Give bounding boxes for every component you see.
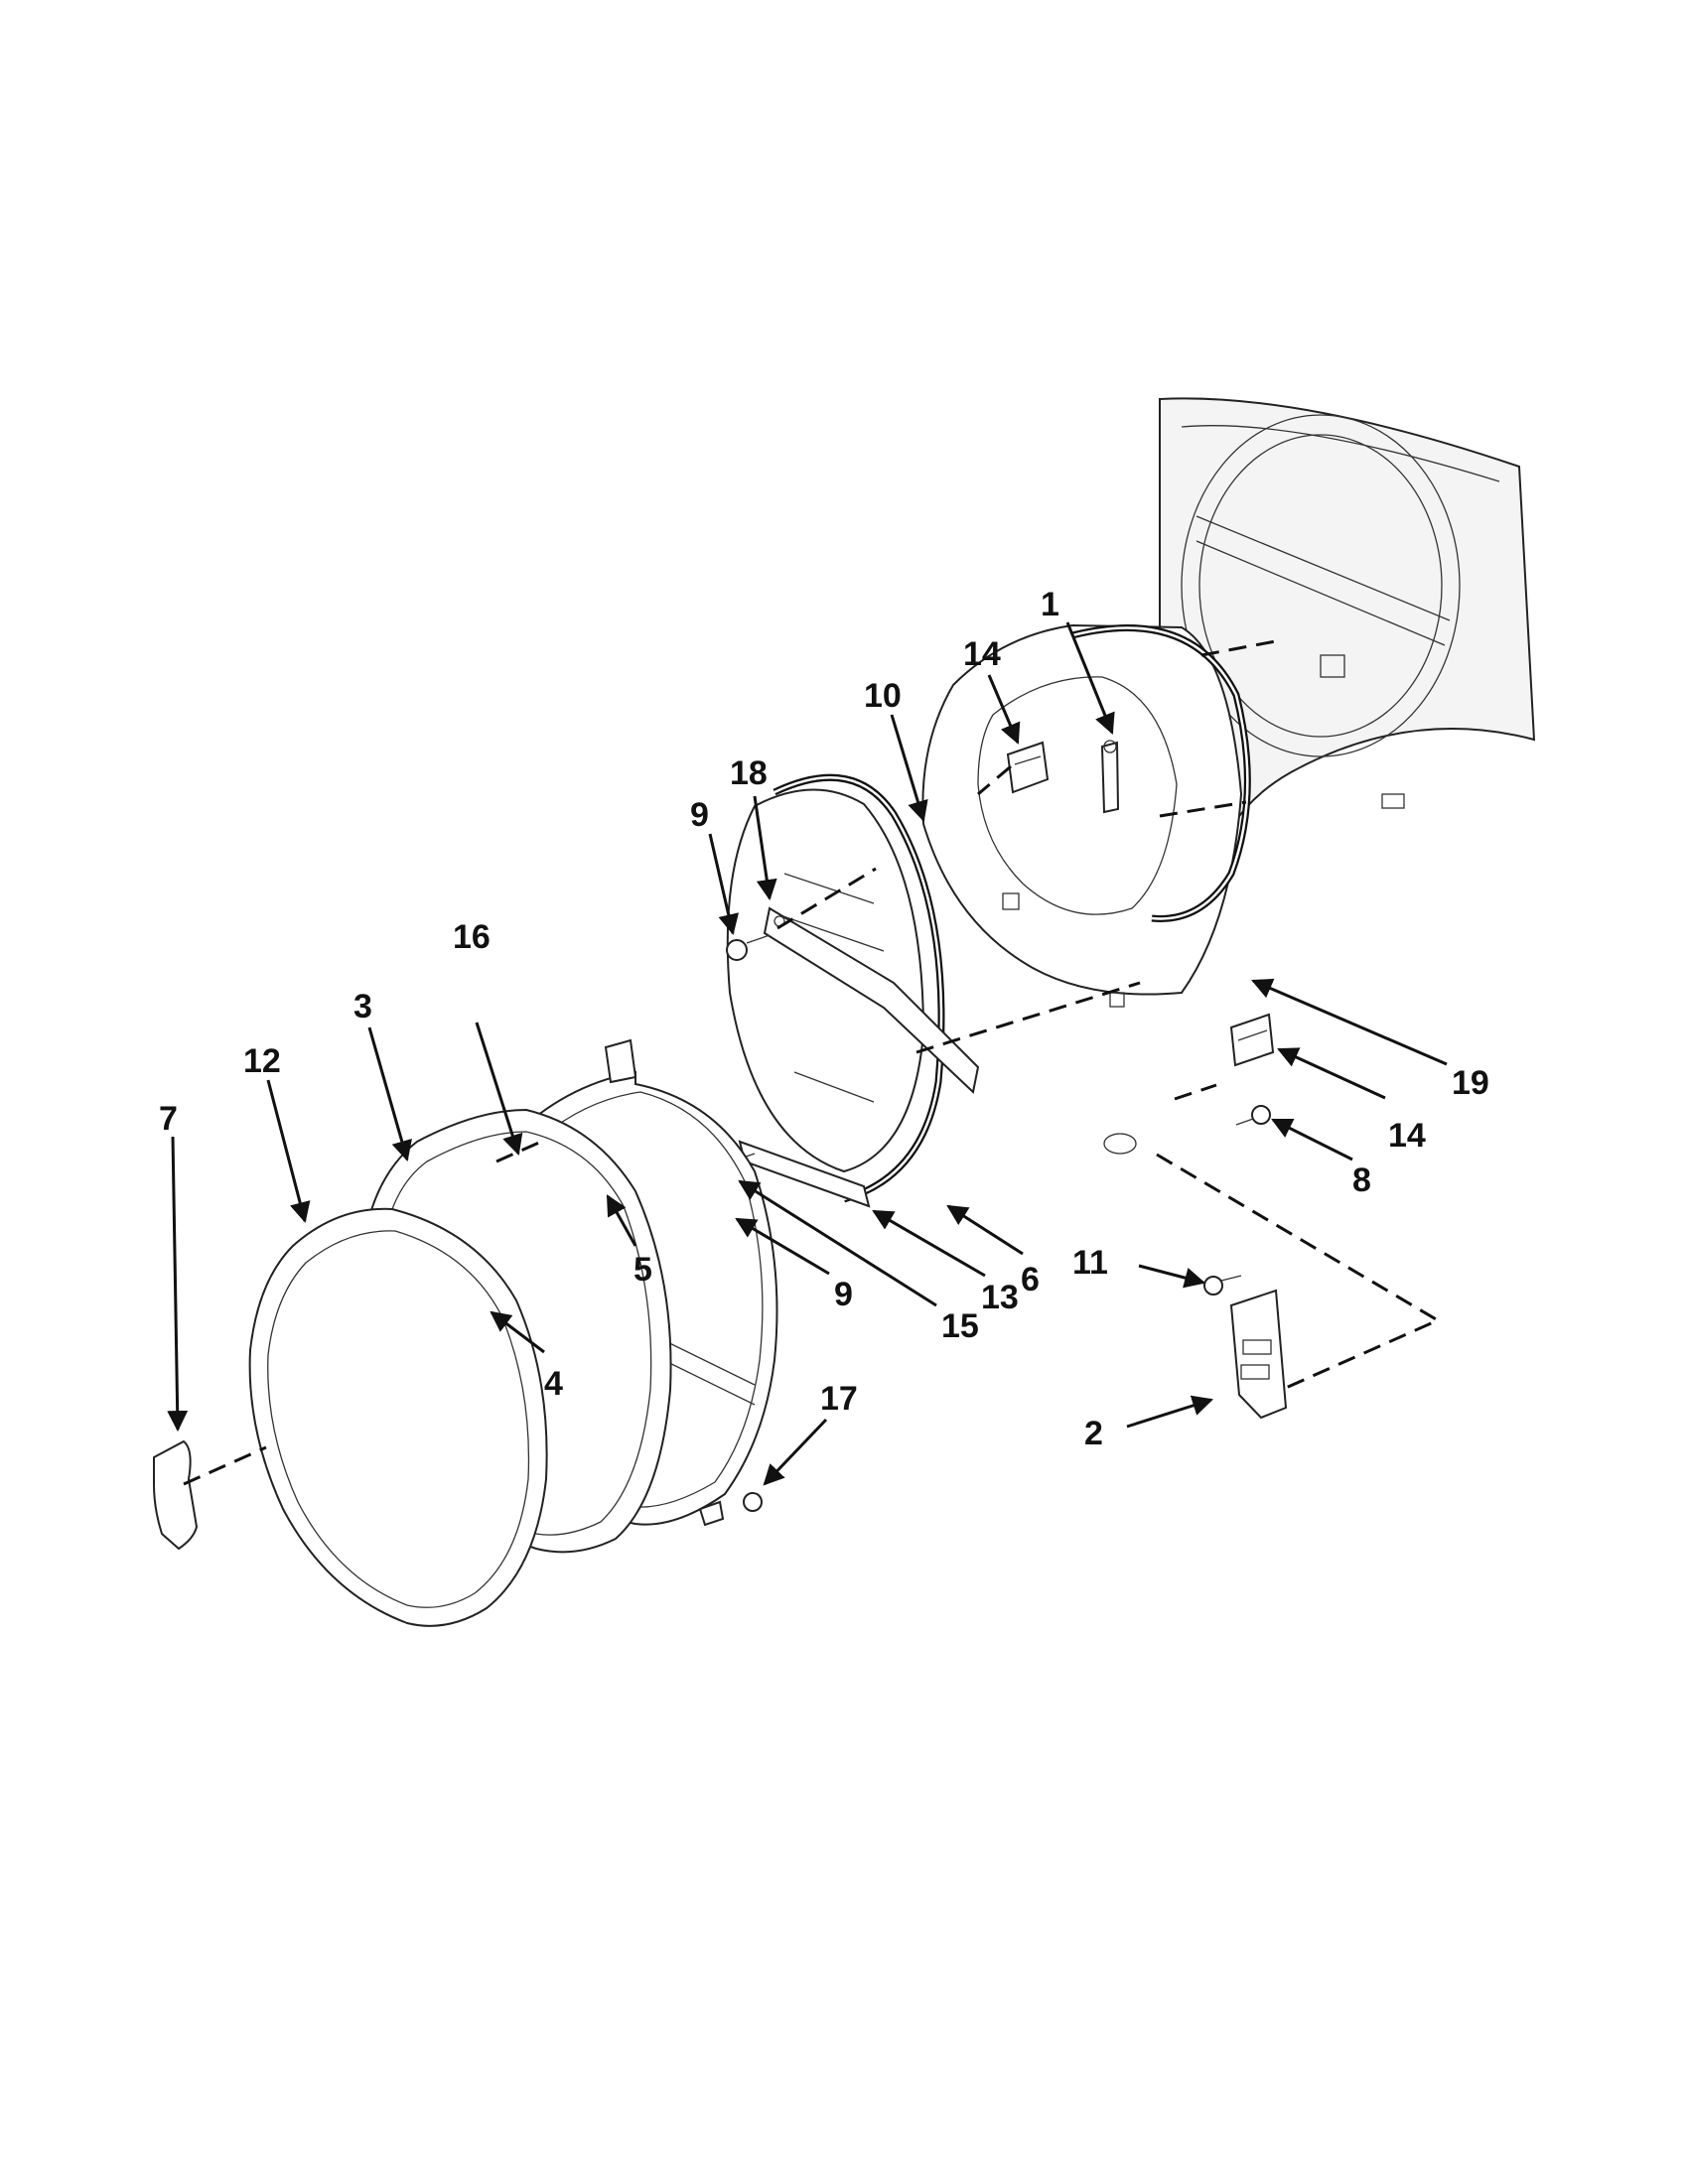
screw-part-11 xyxy=(1203,1275,1242,1296)
callout-12: 12 xyxy=(243,1042,281,1080)
callout-15: 15 xyxy=(941,1307,979,1345)
callout-14-top: 14 xyxy=(963,635,1001,673)
callout-2: 2 xyxy=(1084,1415,1103,1452)
callout-10: 10 xyxy=(864,677,902,715)
callout-7: 7 xyxy=(159,1100,178,1138)
callout-5: 5 xyxy=(633,1251,652,1289)
screw-part-9-top xyxy=(726,934,771,961)
screw-part-8 xyxy=(1235,1105,1271,1126)
callout-3: 3 xyxy=(353,988,372,1025)
inner-door-frame-part-10 xyxy=(921,623,1243,1155)
hinge-part-2 xyxy=(1229,1289,1288,1420)
screw-part-17 xyxy=(698,1492,763,1527)
latch-clip-part-14-right xyxy=(1229,1013,1275,1067)
callout-9-lower: 9 xyxy=(834,1276,853,1313)
callout-leaders xyxy=(167,621,1448,1486)
callout-8: 8 xyxy=(1352,1161,1371,1199)
glass-window-part-13 xyxy=(726,788,925,1173)
door-handle-part-7 xyxy=(153,1439,199,1551)
latch-clip-part-14-top xyxy=(1006,741,1050,794)
callout-18: 18 xyxy=(730,754,768,792)
callout-4: 4 xyxy=(544,1365,563,1403)
callout-16: 16 xyxy=(453,918,491,956)
callout-11: 11 xyxy=(1072,1244,1108,1282)
callout-1: 1 xyxy=(1041,586,1059,623)
pin-part-1 xyxy=(1100,740,1120,814)
door-trim-ring-part-12 xyxy=(248,1207,548,1627)
callout-13: 13 xyxy=(981,1279,1019,1316)
callout-14-right: 14 xyxy=(1388,1117,1426,1155)
callout-6: 6 xyxy=(1021,1261,1040,1298)
assembly-dashed-lines xyxy=(183,638,1442,1486)
callout-17: 17 xyxy=(820,1380,858,1418)
callout-9-top: 9 xyxy=(690,796,709,834)
callout-numbers: 1 2 3 4 5 6 7 8 9 9 10 11 12 13 14 14 15… xyxy=(159,586,1489,1452)
callout-19: 19 xyxy=(1452,1064,1489,1102)
